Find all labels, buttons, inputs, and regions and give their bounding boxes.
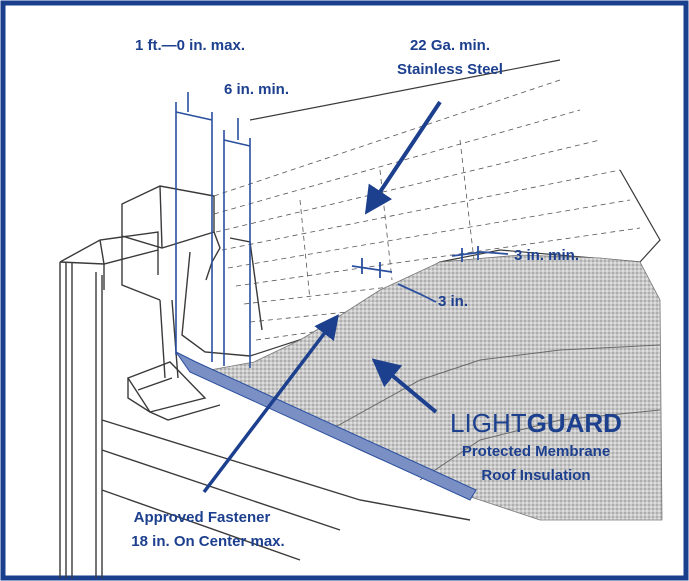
edge-flashing-strip (175, 351, 477, 501)
parapet-wall-sketch (59, 185, 471, 578)
fastener-spacing-label: 18 in. On Center max. (131, 533, 284, 550)
stainless-arrow (364, 100, 442, 215)
product-line2: Roof Insulation (481, 467, 590, 484)
overlap-label: 3 in. (438, 293, 468, 310)
brand-name: LIGHTGUARD (450, 408, 622, 438)
overlap-marks (351, 246, 509, 303)
fastener-label: Approved Fastener (134, 509, 271, 526)
product-line1: Protected Membrane (462, 443, 610, 460)
overlap-min-label: 3 in. min. (514, 247, 579, 264)
fastener-arrow (202, 314, 339, 494)
steel-label: Stainless Steel (397, 61, 503, 78)
dimension-lines (175, 92, 251, 368)
min-width-label: 6 in. min. (224, 81, 289, 98)
lightguard-arrow (371, 358, 438, 414)
gauge-label: 22 Ga. min. (410, 37, 490, 54)
membrane-seams (329, 344, 661, 481)
max-width-label: 1 ft.—0 in. max. (135, 37, 245, 54)
